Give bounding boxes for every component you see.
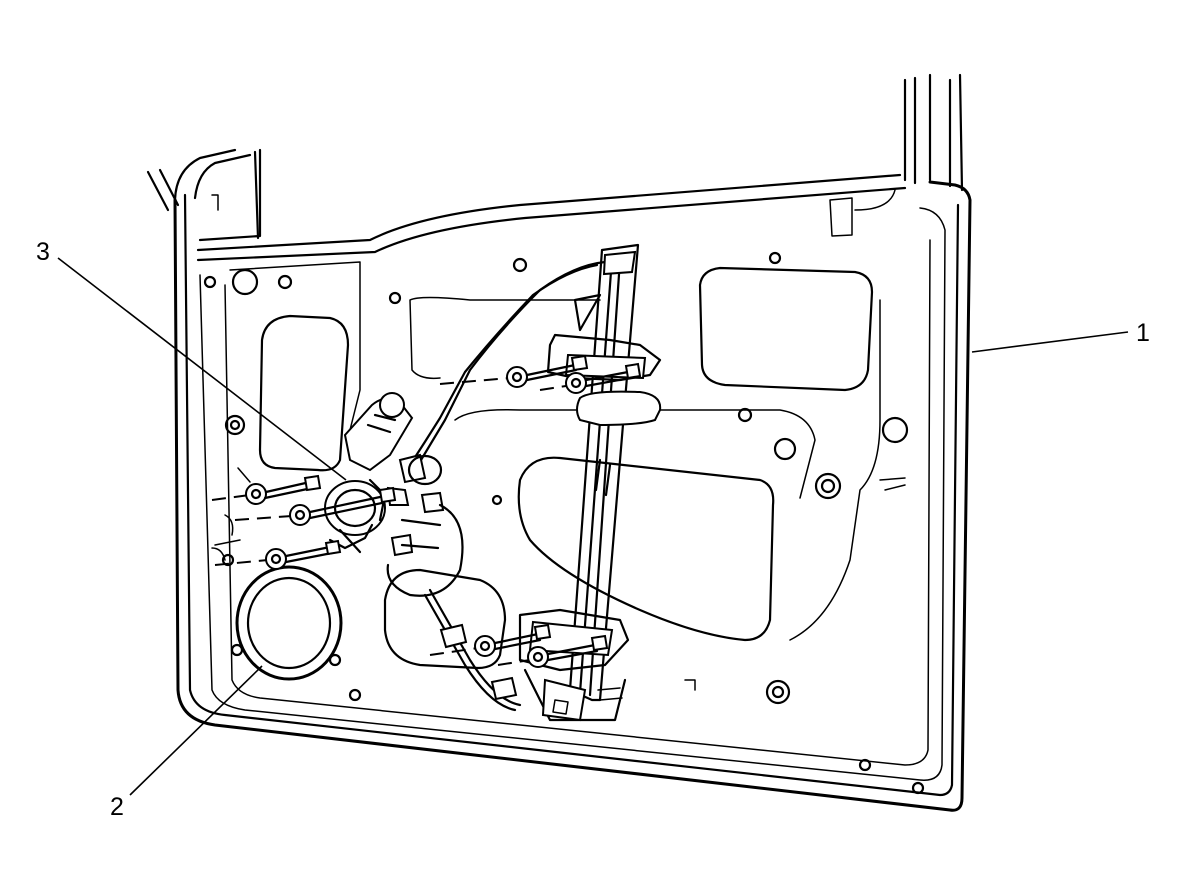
callout-2-label: 2	[110, 793, 124, 821]
speaker-assembly	[235, 565, 343, 681]
fasteners	[211, 354, 642, 668]
bolt-lower-regulator	[429, 623, 609, 668]
callout-3: 3	[36, 238, 347, 481]
bolt-upper-left-2	[234, 486, 397, 526]
callout-3-label: 3	[36, 238, 50, 266]
inner-panel-cutouts	[203, 189, 925, 795]
callout-1-label: 1	[1136, 319, 1150, 347]
bolt-upper-left-1	[211, 467, 322, 505]
bolt-upper-regulator	[439, 354, 642, 394]
bolt-lower-left	[211, 539, 342, 570]
callout-2: 2	[110, 665, 263, 821]
window-regulator	[408, 243, 662, 722]
door-outer-panel	[146, 73, 972, 812]
callout-1: 1	[971, 319, 1150, 353]
